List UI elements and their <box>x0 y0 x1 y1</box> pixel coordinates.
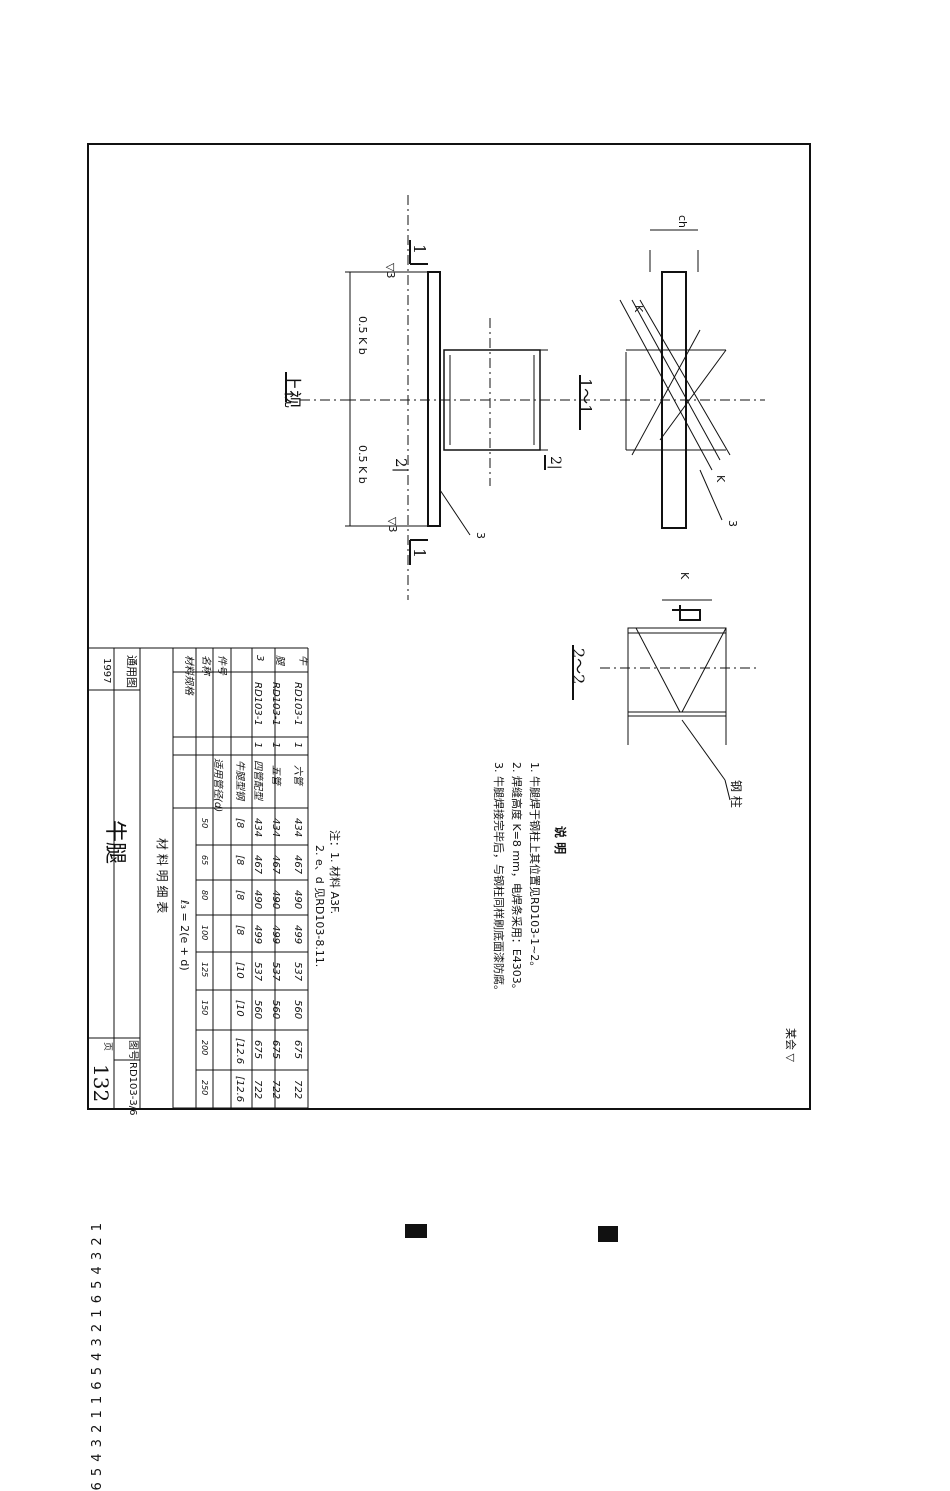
drawing-number: RD103-3/6 <box>127 1062 138 1116</box>
weld-mark-2: ▽3 <box>386 517 399 533</box>
scan-mark-1 <box>405 1224 427 1238</box>
header-side-3: 材料规格 <box>183 655 194 695</box>
r1-v7: 675 <box>292 1040 303 1060</box>
cut-label-bottom: 1 <box>410 548 429 559</box>
r1-v5: 537 <box>292 962 303 982</box>
corner-note: 某会 ▽ <box>784 1028 797 1062</box>
r4-v1: [8 <box>234 818 245 829</box>
r3-v2: 467 <box>252 855 263 875</box>
table-note-1: 注：1. 材料 A3F. <box>328 830 341 915</box>
note-item-2: 2. 焊缝高度 K=8 mm，电焊条采用：E4303。 <box>510 762 523 995</box>
dimension-half-1: 0.5 K b <box>356 316 369 355</box>
r2-v2: 467 <box>270 855 281 875</box>
type-cell-3: 四管配型 <box>252 760 263 800</box>
r4-v5: [10 <box>234 962 245 979</box>
r1-v3: 490 <box>292 890 303 910</box>
section-2-label-b: 2| <box>547 456 563 470</box>
r1-v1: 434 <box>292 818 303 838</box>
table-formula: ℓ₃ = 2(e + d) <box>178 900 191 971</box>
r5-v8: 250 <box>200 1080 209 1096</box>
qty-cell-1: 1 <box>292 742 303 749</box>
table-title: 材 料 明 细 表 <box>155 838 169 914</box>
atlas-label: 通用图 <box>125 655 138 688</box>
steel-column-label: 钢 柱 <box>729 780 743 808</box>
note-item-1: 1. 牛腿焊于钢柱上其位置见RD103-1~2。 <box>528 762 541 973</box>
r1-v4: 499 <box>292 925 303 945</box>
weld-k-2: K <box>714 475 727 483</box>
page-number: 132 <box>89 1064 113 1103</box>
r2-v4: 499 <box>270 925 281 945</box>
weld-mark-1: ▽3 <box>384 263 397 279</box>
r3-v6: 560 <box>252 1000 263 1020</box>
r4-v7: [12.6 <box>234 1038 245 1065</box>
margin-digits: 6 5 4 3 2 1 1 6 5 4 3 2 1 6 5 4 3 2 1 <box>90 1222 105 1491</box>
drawing-number-label: 图号 <box>127 1040 138 1060</box>
type-cell-1: 六管 <box>292 765 303 785</box>
type-cell-4: 牛腿型钢 <box>234 760 245 800</box>
type-cell-5: 适用管径(d) <box>212 758 223 813</box>
weld-k-3: K <box>678 572 691 580</box>
r5-v7: 200 <box>200 1040 209 1056</box>
r5-v6: 150 <box>200 1000 209 1016</box>
weld-k-1: K <box>632 305 645 313</box>
r5-v3: 80 <box>200 890 209 901</box>
r5-v4: 100 <box>200 925 209 941</box>
note-item-3: 3. 牛腿焊接完毕后，与钢柱同样刷底面漆防腐。 <box>492 762 505 996</box>
type-cell-2: 五管 <box>270 765 281 785</box>
section-2-label: 2| <box>392 458 410 473</box>
scan-mark-2 <box>598 1226 618 1242</box>
drawing-cell-2: RD103-1 <box>270 682 281 726</box>
r3-v5: 537 <box>252 962 263 982</box>
r2-v3: 490 <box>270 890 281 910</box>
header-row3-label: 3 <box>254 655 265 662</box>
technical-drawing <box>88 195 765 1109</box>
header-side-1: 件号 <box>216 655 227 675</box>
section-1-1-title: 1～1 <box>576 378 595 415</box>
r3-v3: 490 <box>252 890 263 910</box>
drawing-frame <box>87 143 811 1110</box>
part-number-3b: 3 <box>726 520 739 527</box>
drawing-cell-3: RD103-1 <box>252 682 263 726</box>
r3-v7: 675 <box>252 1040 263 1060</box>
r2-v8: 722 <box>270 1080 281 1100</box>
r1-v6: 560 <box>292 1000 303 1020</box>
dimension-ch: ch <box>676 215 689 229</box>
r4-v6: [10 <box>234 1000 245 1017</box>
drawing-cell-1: RD103-1 <box>292 682 303 726</box>
r4-v8: [12.6 <box>234 1076 245 1103</box>
r2-v6: 560 <box>270 1000 281 1020</box>
r2-v5: 537 <box>270 962 281 982</box>
year: 1997 <box>101 658 112 684</box>
r5-v5: 125 <box>200 962 209 978</box>
r3-v1: 434 <box>252 818 263 838</box>
r5-v2: 65 <box>200 855 209 866</box>
header-row1-label: 牛 <box>297 655 308 665</box>
sheet-title: 牛腿 <box>102 820 127 865</box>
r4-v3: [8 <box>234 890 245 901</box>
r4-v2: [8 <box>234 855 245 866</box>
notes-heading: 说 明 <box>553 826 567 855</box>
part-number-3: 3 <box>474 532 487 539</box>
dimension-half-2: 0.5 K b <box>356 445 369 484</box>
r1-v8: 722 <box>292 1080 303 1100</box>
page-label: 页 <box>102 1042 112 1052</box>
r3-v4: 499 <box>252 925 263 945</box>
cut-label-top: 1 <box>410 244 429 255</box>
r3-v8: 722 <box>252 1080 263 1100</box>
r2-v1: 434 <box>270 818 281 838</box>
r4-v4: [8 <box>234 925 245 936</box>
r5-v1: 50 <box>200 818 209 829</box>
r1-v2: 467 <box>292 855 303 875</box>
plan-view-title: 上视 <box>281 372 302 408</box>
table-note-2: 2. e、d 见RD103-8.11. <box>313 845 326 968</box>
r2-v7: 675 <box>270 1040 281 1060</box>
section-2-2-title: 2～2 <box>569 648 588 685</box>
qty-cell-3: 1 <box>252 742 263 749</box>
header-row2-label: 腿 <box>274 655 285 665</box>
header-side-2: 名称 <box>200 655 211 675</box>
qty-cell-2: 1 <box>270 742 281 749</box>
